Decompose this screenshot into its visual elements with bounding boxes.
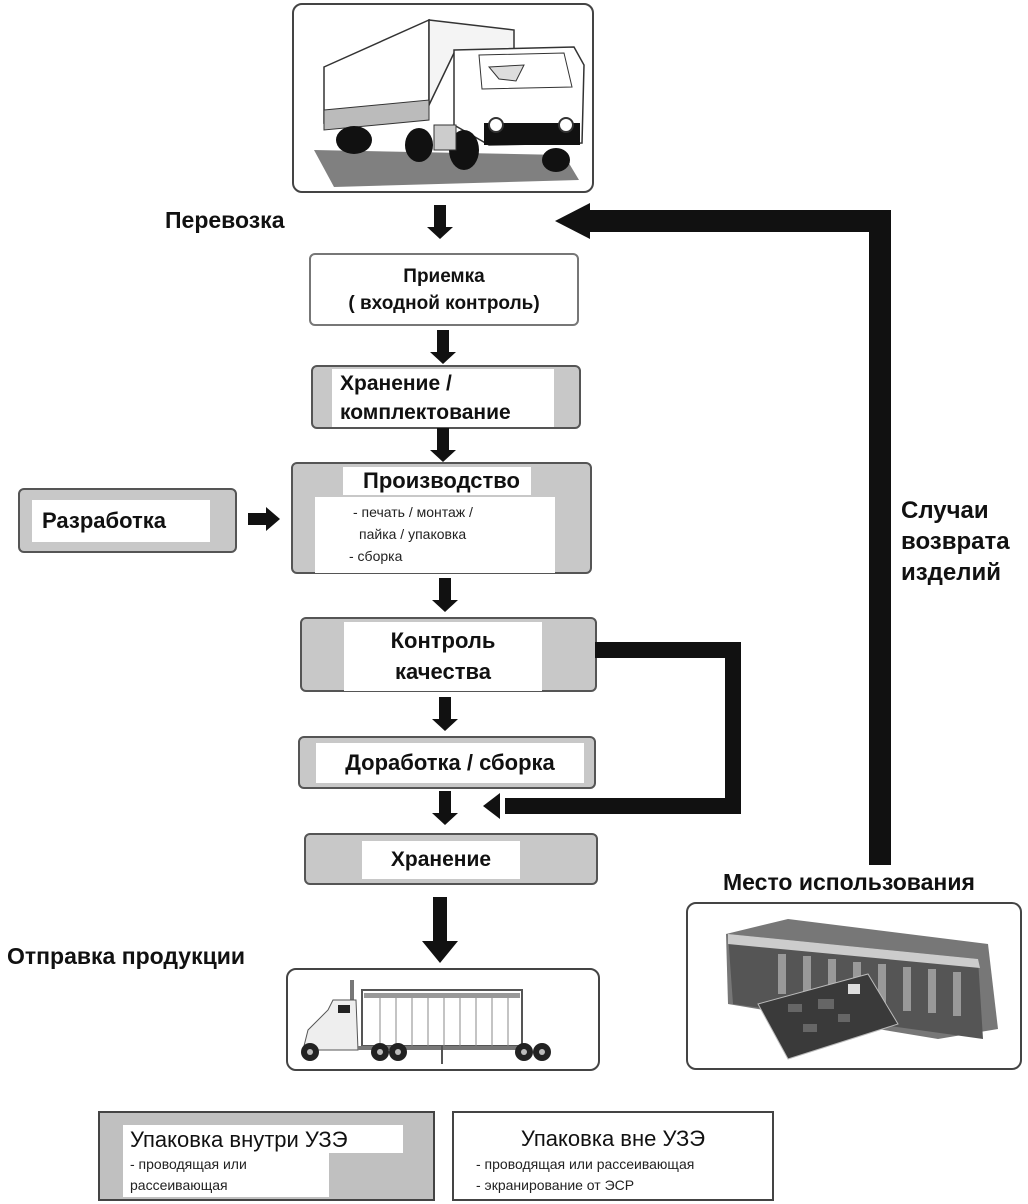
legend-outside-title: Упаковка вне УЗЭ: [520, 1126, 706, 1151]
legend-outside: Упаковка вне УЗЭ - проводящая или рассеи…: [452, 1111, 774, 1201]
shipping-label: Отправка продукции: [7, 943, 246, 969]
arrow-down-icon: [432, 697, 458, 731]
legend-outside-item: - проводящая или рассеивающая: [476, 1156, 695, 1172]
development-label: Разработка: [42, 508, 166, 533]
quality-control-box: Контроль качества: [300, 617, 597, 692]
quality-control-line1: Контроль: [390, 628, 496, 653]
production-item: - сборка: [349, 548, 403, 564]
returns-label-line: Случаи: [901, 497, 989, 524]
legend-inside-item: - проводящая или: [130, 1156, 247, 1172]
quality-control-line2: качества: [395, 659, 491, 684]
receiving-title: Приемка: [403, 266, 485, 287]
storage-picking-box: Хранение / комплектование: [311, 365, 581, 429]
equipment-image-box: [686, 902, 1022, 1070]
legend-inside: Упаковка внутри УЗЭ - проводящая или рас…: [98, 1111, 435, 1201]
rework-label: Доработка / сборка: [345, 750, 555, 775]
production-box: Производство - печать / монтаж / пайка /…: [291, 462, 592, 574]
arrow-right-icon: [248, 507, 280, 531]
semi-truck-image-box: [286, 968, 600, 1071]
arrow-down-icon: [430, 330, 456, 364]
production-item: пайка / упаковка: [359, 526, 467, 542]
receiving-box: Приемка ( входной контроль): [309, 253, 579, 326]
legend-inside-item: рассеивающая: [130, 1177, 228, 1193]
returns-label-line: возврата: [901, 528, 1010, 555]
production-item: - печать / монтаж /: [353, 504, 473, 520]
legend-inside-title: Упаковка внутри УЗЭ: [130, 1127, 348, 1152]
development-box: Разработка: [18, 488, 237, 553]
returns-label-line: изделий: [901, 559, 1002, 586]
storage-label: Хранение: [390, 848, 492, 871]
arrow-down-icon: [422, 897, 458, 963]
arrow-down-icon: [430, 428, 456, 462]
storage-picking-line1: Хранение /: [340, 372, 452, 395]
production-title: Производство: [363, 468, 520, 493]
legend-outside-item: - экранирование от ЭСР: [476, 1177, 635, 1193]
storage-picking-line2: комплектование: [340, 401, 511, 424]
rework-box: Доработка / сборка: [298, 736, 596, 789]
arrow-down-icon: [432, 791, 458, 825]
qc-bypass-arrow: [483, 642, 741, 819]
arrow-down-icon: [427, 205, 453, 239]
truck-image-box: [292, 3, 594, 193]
transport-label: Перевозка: [165, 207, 285, 233]
truck-icon: [314, 18, 585, 187]
arrow-down-icon: [432, 578, 458, 612]
card-rack-icon: [726, 919, 998, 1060]
storage-box: Хранение: [304, 833, 598, 885]
place-of-use-label: Место использования: [723, 869, 975, 895]
receiving-subtitle: ( входной контроль): [348, 293, 540, 314]
return-arrow: [555, 203, 891, 865]
returns-label: Случаи возврата изделий: [901, 495, 1010, 588]
semi-truck-icon: [301, 980, 551, 1064]
